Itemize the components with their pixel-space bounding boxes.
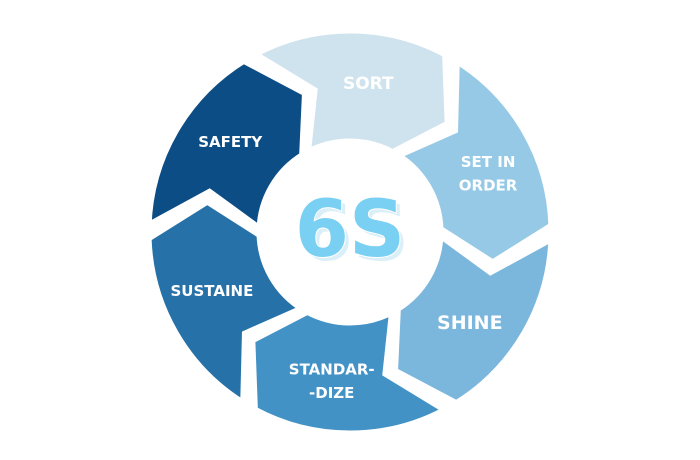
center-disk bbox=[262, 144, 438, 320]
segment-label-safety: SAFETY bbox=[198, 133, 263, 151]
segment-set-in-order bbox=[389, 54, 556, 268]
segment-sort bbox=[247, 26, 452, 159]
center-title: 6S bbox=[295, 185, 405, 275]
segment-label-shine: SHINE bbox=[437, 312, 503, 334]
segment-label-line: ORDER bbox=[459, 176, 518, 194]
segment-label-line: SHINE bbox=[437, 312, 503, 334]
center-title-shadow: 6S bbox=[299, 189, 409, 279]
segment-label-sort: SORT bbox=[343, 74, 394, 94]
segment-label-set-in-order: SET IN ORDER bbox=[459, 153, 518, 194]
segment-label-line: SUSTAINE bbox=[170, 282, 253, 300]
segment-label-line: -DIZE bbox=[309, 384, 354, 402]
segment-safety bbox=[144, 56, 310, 236]
segment-label-line: SORT bbox=[343, 74, 394, 94]
segment-label-line: SET IN bbox=[461, 153, 516, 171]
segment-standardize bbox=[248, 305, 453, 438]
segment-label-line: STANDAR- bbox=[289, 361, 375, 379]
segment-label-sustaine: SUSTAINE bbox=[170, 282, 253, 300]
segment-label-line: SAFETY bbox=[198, 133, 263, 151]
segment-label-standardize: STANDAR- -DIZE bbox=[289, 361, 375, 402]
segment-shine bbox=[390, 228, 556, 408]
segment-sustaine bbox=[144, 196, 311, 410]
